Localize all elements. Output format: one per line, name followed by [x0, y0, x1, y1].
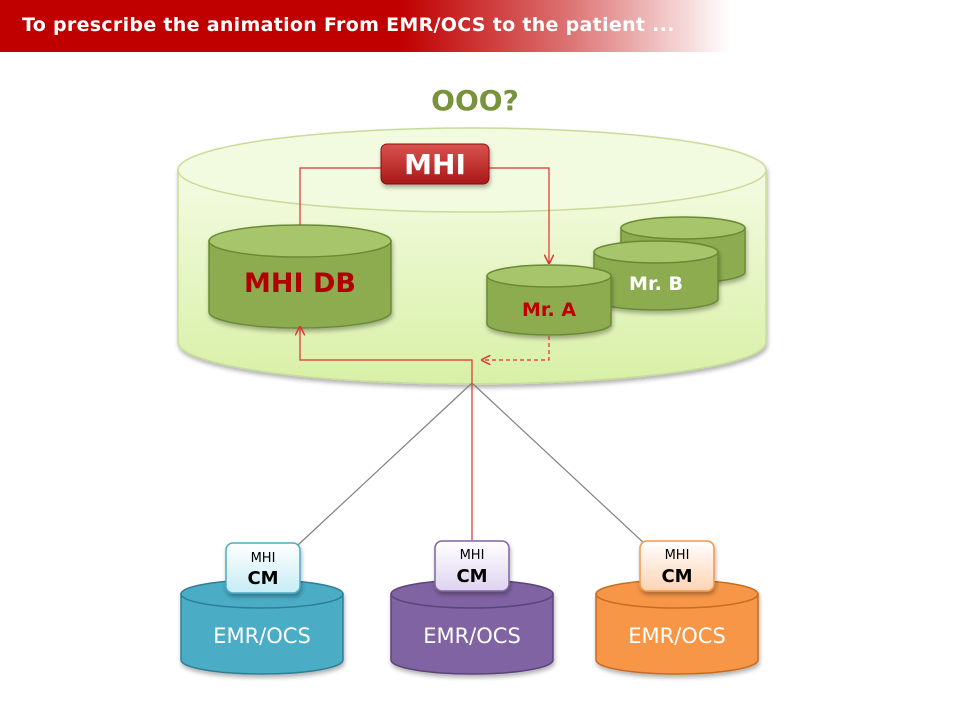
cm-module-bottom-3: CM	[661, 566, 692, 587]
side-connector-lines	[297, 382, 647, 546]
hub-to-db-arrow	[300, 327, 473, 383]
cm-module-top-2: MHI	[460, 548, 485, 563]
cm-module-top-3: MHI	[665, 548, 690, 563]
emr-cylinder-blue: EMR/OCS	[180, 579, 344, 675]
emr-cylinder-purple: EMR/OCS	[390, 579, 554, 675]
left-emr-to-hub-line	[297, 382, 473, 546]
mhi-db-label: MHI DB	[244, 268, 356, 299]
emr-label-2: EMR/OCS	[423, 624, 521, 648]
patient-cylinder-mr-b: Mr. B	[593, 240, 719, 311]
cm-module-top-1: MHI	[251, 551, 276, 566]
emr-label-1: EMR/OCS	[213, 624, 311, 648]
patient-cylinder-mr-a: Mr. A	[486, 264, 612, 336]
cm-module-blue: MHI CM	[225, 542, 301, 594]
slide-title: To prescribe the animation From EMR/OCS …	[22, 14, 675, 36]
title-bar: To prescribe the animation From EMR/OCS …	[0, 0, 730, 52]
db-to-mhi-line	[299, 167, 381, 225]
patient-label-mr-b: Mr. B	[629, 273, 683, 295]
emr-label-3: EMR/OCS	[628, 624, 726, 648]
cm-module-purple: MHI CM	[434, 540, 510, 592]
mhi-db-cylinder: MHI DB	[208, 224, 392, 329]
cm-module-bottom-2: CM	[456, 566, 487, 587]
mhi-to-mr-a-arrow	[489, 167, 549, 263]
emr-cylinder-orange: EMR/OCS	[595, 579, 759, 675]
platform-cylinder	[177, 127, 767, 385]
mr-a-to-hub-dashed-arrow	[482, 336, 550, 360]
cm-module-orange: MHI CM	[639, 540, 715, 592]
cm-module-bottom-1: CM	[247, 568, 278, 589]
right-emr-to-hub-line	[471, 382, 647, 546]
question-label: OOO?	[431, 84, 519, 117]
mhi-box: MHI	[380, 143, 490, 185]
patient-label-mr-a: Mr. A	[522, 299, 576, 321]
flow-lines	[299, 167, 550, 540]
mhi-label: MHI	[404, 148, 466, 181]
